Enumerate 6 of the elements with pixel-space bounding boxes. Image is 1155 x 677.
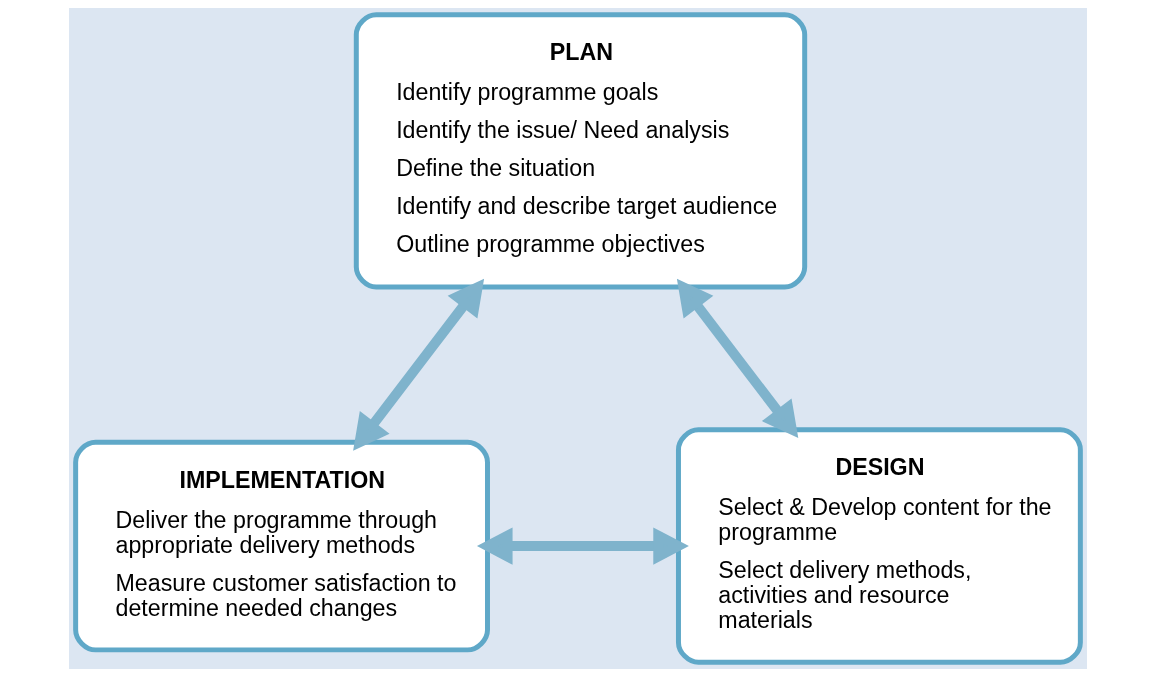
- arrow: [476, 527, 689, 565]
- node-box: PLAN Identify programme goals Identify the issue/ Need analysis Define the situation Identify and describe target audience Outline programme objectives: [353, 12, 807, 290]
- arrow: [352, 278, 484, 451]
- node-box: DESIGN Select & Develop content for the programme Select delivery methods, activities and resource materials: [675, 427, 1083, 665]
- node-box: IMPLEMENTATION Deliver the programme through appropriate delivery methods Measure customer satisfaction to determine needed changes: [72, 439, 490, 653]
- arrow: [676, 278, 798, 439]
